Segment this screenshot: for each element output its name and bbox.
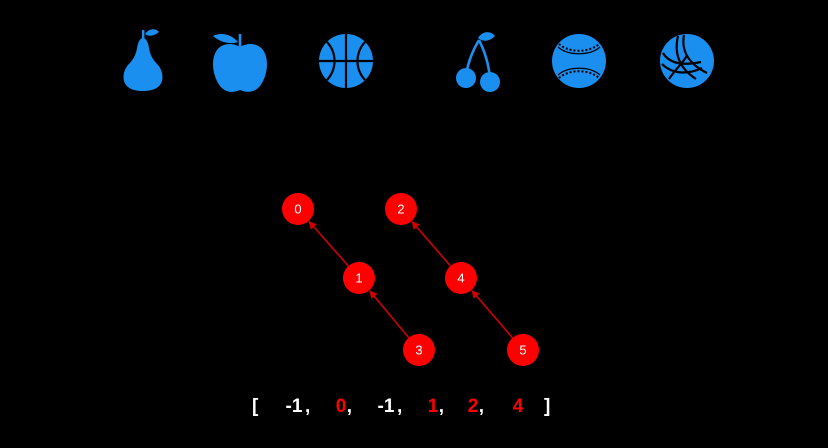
node-circle: [343, 262, 375, 294]
edge-n5-to-n4: [471, 290, 514, 339]
array-close-bracket: ]: [544, 396, 550, 417]
volleyball-icon: [660, 34, 714, 88]
node-4: 4: [445, 262, 477, 294]
array-separator: ,: [397, 396, 402, 417]
node-label: 1: [355, 271, 362, 286]
array-item-0: -1: [286, 396, 303, 417]
icon-row: [123, 29, 714, 92]
array-separator: ,: [439, 396, 444, 417]
baseball-icon: [552, 34, 606, 88]
node-circle: [445, 262, 477, 294]
array-item-5: 4: [513, 396, 524, 417]
tree-edges: [308, 220, 514, 339]
array-separator: ,: [347, 396, 352, 417]
array-item-2: -1: [378, 396, 395, 417]
array-item-4: 2: [468, 396, 479, 417]
node-label: 3: [415, 343, 422, 358]
array-separator: ,: [305, 396, 310, 417]
node-label: 4: [457, 271, 464, 286]
array-open-bracket: [: [252, 396, 259, 417]
node-circle: [507, 334, 539, 366]
node-3: 3: [403, 334, 435, 366]
node-label: 5: [519, 343, 526, 358]
array-separator: ,: [479, 396, 484, 417]
tree-nodes: 0 1 2 3 4 5: [282, 193, 539, 366]
node-0: 0: [282, 193, 314, 225]
node-5: 5: [507, 334, 539, 366]
array-item-3: 1: [428, 396, 439, 417]
node-circle: [403, 334, 435, 366]
basketball-icon: [319, 34, 373, 88]
parent-array: [ ] -1,0,-1,1,2,4: [252, 396, 550, 417]
node-1: 1: [343, 262, 375, 294]
apple-icon: [213, 34, 267, 92]
node-label: 2: [397, 202, 404, 217]
edge-n3-to-n1: [369, 290, 410, 339]
array-item-1: 0: [336, 396, 347, 417]
node-2: 2: [385, 193, 417, 225]
node-circle: [385, 193, 417, 225]
pear-icon: [123, 29, 163, 91]
cherries-icon: [456, 32, 500, 92]
node-label: 0: [294, 202, 301, 217]
edge-n1-to-n0: [308, 220, 350, 267]
edge-n4-to-n2: [411, 221, 452, 267]
node-circle: [282, 193, 314, 225]
